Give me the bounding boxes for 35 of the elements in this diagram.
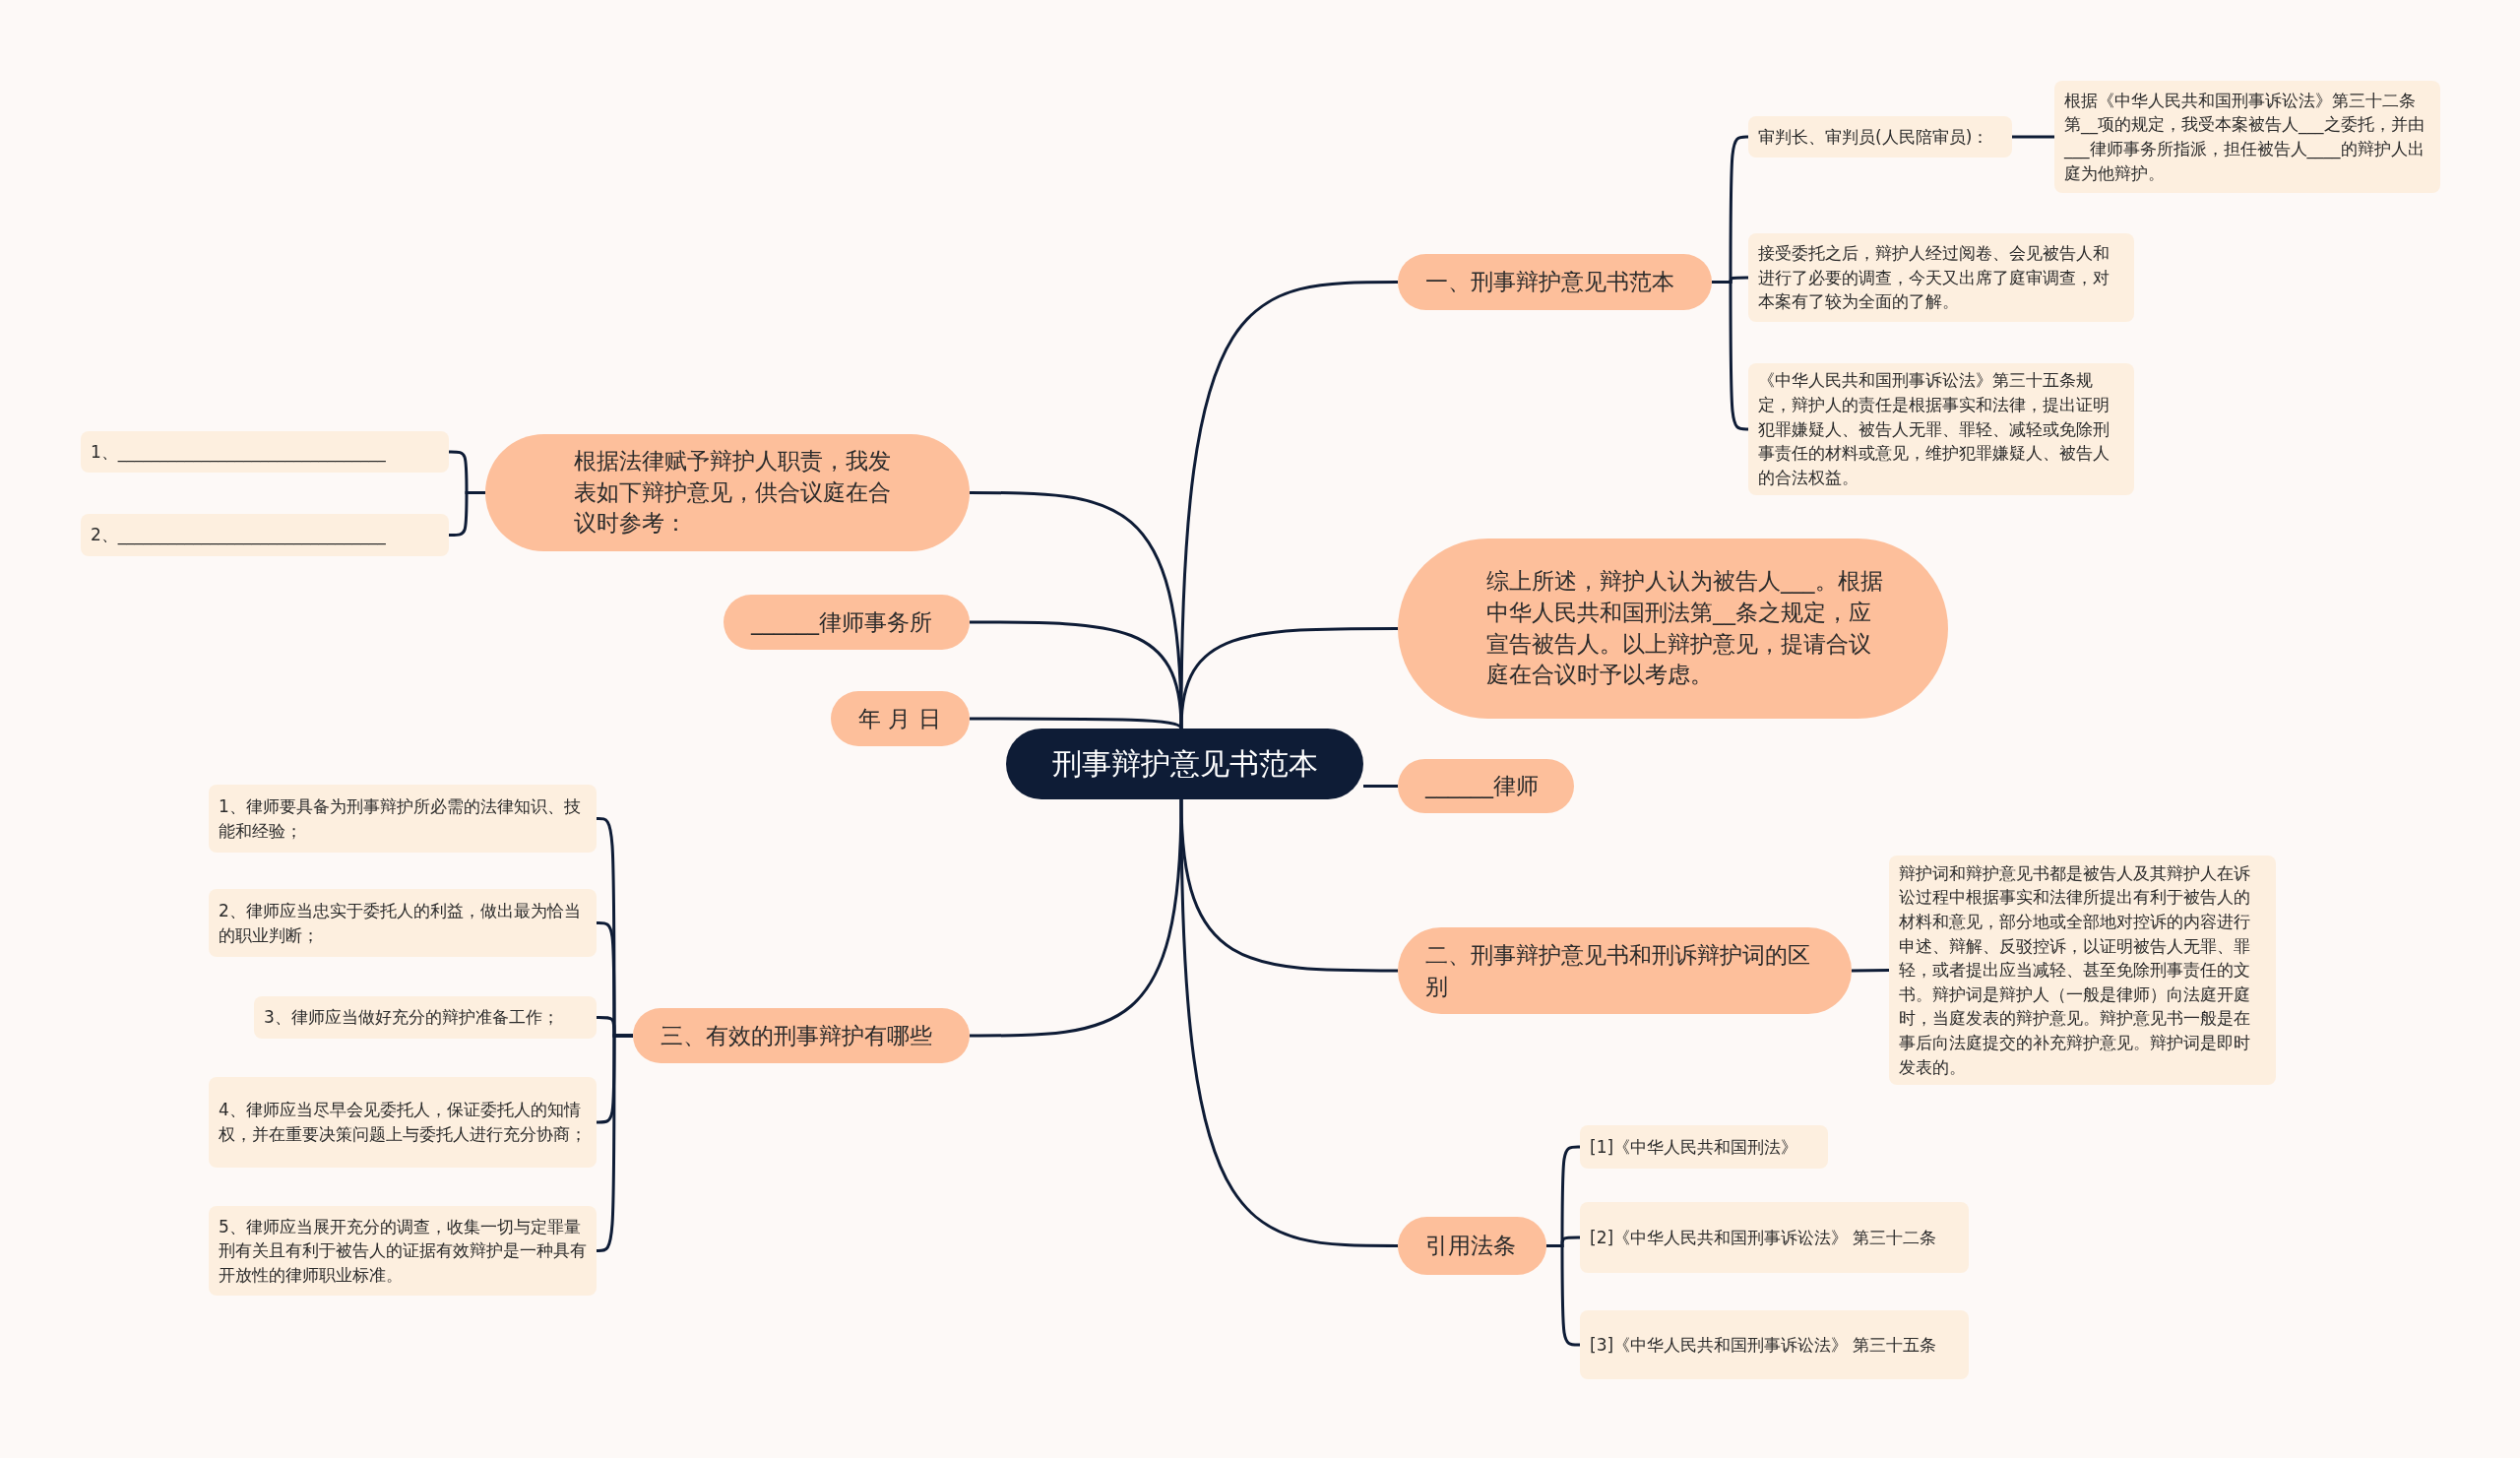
topic-pill: 根据法律赋予辩护人职责，我发表如下辩护意见，供合议庭在合议时参考： bbox=[485, 434, 970, 551]
topic-pill: ______律师 bbox=[1398, 759, 1574, 813]
note-card: 2、________________________________ bbox=[81, 514, 449, 556]
connector-line bbox=[1179, 627, 1398, 729]
note-card: 5、律师应当展开充分的调查，收集一切与定罪量刑有关且有利于被告人的证据有效辩护是一种具有开放性的律师职业标准。 bbox=[209, 1206, 597, 1296]
connector-line bbox=[1546, 1244, 1580, 1347]
connector-line bbox=[970, 717, 1183, 729]
note-card: 《中华人民共和国刑事诉讼法》第三十五条规定，辩护人的责任是根据事实和法律，提出证明犯罪嫌疑人、被告人无罪、罪轻、减轻或免除刑事责任的材料或意见，维护犯罪嫌疑人、被告人的合法权益。 bbox=[1748, 363, 2134, 495]
note-card: 4、律师应当尽早会见委托人，保证委托人的知情权，并在重要决策问题上与委托人进行充分协商； bbox=[209, 1077, 597, 1168]
note-card: 3、律师应当做好充分的辩护准备工作； bbox=[254, 996, 597, 1039]
note-card: [1]《中华人民共和国刑法》 bbox=[1580, 1125, 1828, 1169]
connector-line bbox=[2012, 135, 2054, 139]
central-topic: 刑事辩护意见书范本 bbox=[1006, 729, 1363, 799]
note-card: 根据《中华人民共和国刑事诉讼法》第三十二条第__项的规定，我受本案被告人___之委托，并由___律师事务所指派，担任被告人____的辩护人出庭为他辩护。 bbox=[2054, 81, 2440, 193]
connector-line bbox=[1363, 785, 1398, 788]
note-card: [3]《中华人民共和国刑事诉讼法》 第三十五条 bbox=[1580, 1310, 1969, 1379]
note-card: 辩护词和辩护意见书都是被告人及其辩护人在诉讼过程中根据事实和法律所提出有利于被告人的材料和意见，部分地或全部地对控诉的内容进行申述、辩解、反驳控诉，以证明被告人无罪、罪轻，或者提出应当减轻、甚至免除刑事责任的文书。辩护词是辩护人（一般是律师）向法庭开庭时，当庭发表的辩护意见。辩护意见书一般是在事后向法庭提交的补充辩护意见。辩护词是即时发表的。 bbox=[1889, 856, 2276, 1085]
topic-pill: 三、有效的刑事辩护有哪些 bbox=[633, 1008, 970, 1063]
connector-line bbox=[970, 620, 1183, 729]
topic-pill: 一、刑事辩护意见书范本 bbox=[1398, 254, 1712, 310]
note-card: 1、________________________________ bbox=[81, 431, 449, 473]
topic-pill: 引用法条 bbox=[1398, 1217, 1546, 1275]
note-card: 接受委托之后，辩护人经过阅卷、会见被告人和进行了必要的调查，今天又出席了庭审调查，对本案有了较为全面的了解。 bbox=[1748, 233, 2134, 322]
connector-line bbox=[1851, 969, 1890, 973]
topic-pill: 二、刑事辩护意见书和刑诉辩护词的区别 bbox=[1398, 927, 1852, 1014]
topic-pill: ______律师事务所 bbox=[724, 595, 970, 650]
topic-pill: 年 月 日 bbox=[831, 691, 970, 746]
connector-line bbox=[449, 491, 485, 537]
note-card: 2、律师应当忠实于委托人的利益，做出最为恰当的职业判断； bbox=[209, 889, 597, 957]
note-card: 1、律师要具备为刑事辩护所必需的法律知识、技能和经验； bbox=[209, 785, 597, 853]
connector-line bbox=[1179, 799, 1398, 1247]
connector-line bbox=[970, 798, 1183, 1038]
note-card: [2]《中华人民共和国刑事诉讼法》 第三十二条 bbox=[1580, 1202, 1969, 1273]
note-card: 审判长、审判员(人民陪审员)： bbox=[1748, 116, 2012, 158]
topic-pill: 综上所述，辩护人认为被告人___。根据中华人民共和国刑法第__条之规定，应宣告被告人。以上辩护意见，提请合议庭在合议时予以考虑。 bbox=[1398, 539, 1948, 719]
